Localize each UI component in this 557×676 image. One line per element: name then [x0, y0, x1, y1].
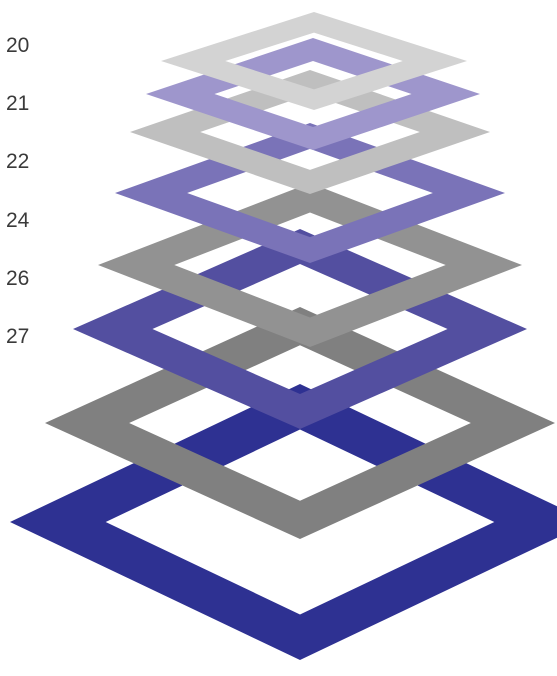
label-0: 20	[6, 34, 30, 57]
label-4: 26	[6, 267, 30, 290]
label-5: 27	[6, 325, 30, 348]
layer-8-frame	[161, 12, 467, 110]
label-3: 24	[6, 209, 30, 232]
label-1: 21	[6, 92, 30, 115]
label-2: 22	[6, 150, 30, 173]
